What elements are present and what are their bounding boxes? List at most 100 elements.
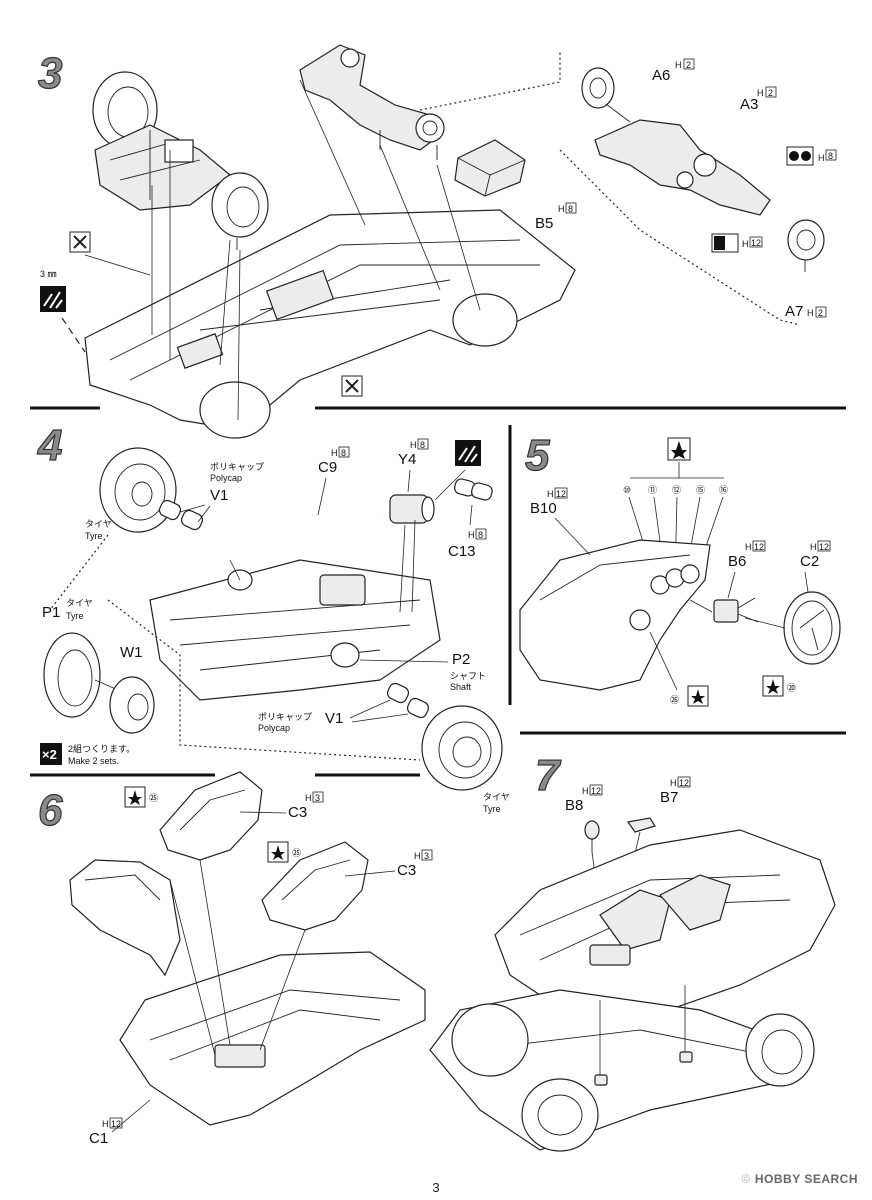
part-label-C3b: C3 (397, 862, 416, 879)
sprue-h: H (742, 239, 749, 249)
sprue-number: 8 (568, 204, 573, 214)
part-label-A3: A3 (740, 96, 758, 113)
sprue-h: H (305, 793, 312, 803)
sprue-h: H (675, 60, 682, 70)
decal-16: ⑯ (719, 485, 728, 495)
step-4: 4 タイヤ Tyre ポリキャップ Polycap V1 C9 H 8 (36, 420, 510, 814)
part-label-W1: W1 (120, 644, 143, 661)
part-label-C2: C2 (800, 553, 819, 570)
polycap-lower (386, 682, 430, 719)
chassis-frame (84, 209, 576, 439)
sprue-number: 3 (315, 793, 320, 803)
step-number: 7 (535, 751, 562, 800)
part-label-C13: C13 (448, 543, 476, 560)
decal-25b: ㉕ (292, 848, 301, 858)
sprue-number: 12 (679, 778, 689, 788)
part-W1 (109, 676, 155, 734)
sprue-number: 8 (478, 530, 483, 540)
sprue-h: H (757, 88, 764, 98)
tyre-jp-p1: タイヤ (66, 598, 93, 608)
interior-body (494, 829, 836, 1021)
page-number: 3 (432, 1180, 440, 1195)
sprue-number: 8 (420, 440, 425, 450)
x2-text: ×2 (42, 747, 57, 762)
decal-15: ⑮ (696, 485, 705, 495)
sprue-number: 12 (556, 489, 566, 499)
sprue-h: H (558, 204, 565, 214)
part-B6 (713, 597, 759, 623)
part-label-P1: P1 (42, 604, 60, 621)
door-panel (69, 859, 181, 977)
step-number: 4 (37, 421, 62, 470)
sprue-number: 8 (828, 151, 833, 161)
part-label-A7: A7 (785, 303, 803, 320)
part-label-B8: B8 (565, 797, 583, 814)
sprue-number: 12 (751, 238, 761, 248)
decal-10: ⑩ (623, 485, 631, 495)
tyre-en-lower: Tyre (483, 804, 501, 814)
drill-size: 3 ㎜ (40, 269, 57, 279)
polycap-upper (158, 499, 204, 531)
part-C13 (454, 478, 493, 501)
part-Y4 (389, 494, 435, 524)
polycap-en-lower: Polycap (258, 723, 290, 733)
step-3: 3 3 ㎜ (37, 44, 837, 439)
part-label-Y4: Y4 (398, 451, 416, 468)
sprue-h: H (102, 1119, 109, 1129)
sprue-h: H (414, 851, 421, 861)
step-5: 5 ⑩ ⑪ ⑫ ⑮ ⑯ B10 H 12 ㉖ (519, 430, 841, 707)
dashboard-B10 (519, 539, 711, 691)
part-label-C3: C3 (288, 804, 307, 821)
front-suspension-assembly (299, 44, 445, 160)
polycap-en: Polycap (210, 473, 242, 483)
tyre-jp: タイヤ (85, 519, 112, 529)
sprue-h: H (670, 778, 677, 788)
cement-icon (341, 375, 363, 397)
decal-25: ㉕ (149, 793, 158, 803)
part-label-A6: A6 (652, 67, 670, 84)
sprue-h: H (410, 440, 417, 450)
tyre-lower-right (421, 705, 503, 791)
polycap-jp: ポリキャップ (210, 462, 264, 472)
part-label-C9: C9 (318, 459, 337, 476)
step-number: 6 (38, 786, 63, 835)
make-sets-jp: 2組つくります。 (68, 743, 135, 754)
part-P1 (43, 632, 101, 718)
seat-C3-right (261, 841, 369, 931)
part-B5 (454, 139, 526, 197)
decal-star-icon (687, 685, 709, 707)
sprue-number: 2 (818, 308, 823, 318)
copyright-symbol: © (741, 1172, 751, 1186)
sprue-h: H (468, 530, 475, 540)
color-chip-icon (786, 146, 814, 166)
make-sets-en: Make 2 sets. (68, 756, 119, 766)
drill-icon (40, 286, 66, 312)
shaft-jp: シャフト (450, 671, 486, 681)
decal-20: ⑳ (787, 683, 796, 693)
rear-suspension-assembly (92, 71, 269, 250)
part-label-B7: B7 (660, 789, 678, 806)
part-label-B6: B6 (728, 553, 746, 570)
watermark-brand: HOBBY SEARCH (754, 1172, 858, 1186)
exploded-front-suspension (581, 67, 825, 272)
lower-chassis (429, 989, 815, 1152)
tyre-jp-lower: タイヤ (483, 792, 510, 802)
sprue-h: H (331, 448, 338, 458)
sprue-h: H (745, 542, 752, 552)
sprue-number: 12 (591, 786, 601, 796)
part-label-V1-lower: V1 (325, 710, 343, 727)
decal-12: ⑫ (672, 485, 681, 495)
decal-star-icon (124, 786, 146, 808)
part-label-B10: B10 (530, 500, 557, 517)
part-label-V1: V1 (210, 487, 228, 504)
cement-icon (69, 231, 91, 253)
x2-icon (40, 743, 62, 765)
sprue-h: H (582, 786, 589, 796)
step-number: 3 (38, 49, 62, 98)
polycap-jp-lower: ポリキャップ (258, 712, 312, 722)
seat-C3-left (159, 771, 263, 861)
part-label-P2: P2 (452, 651, 470, 668)
sprue-number: 12 (111, 1119, 121, 1129)
watermark: ©HOBBY SEARCH (742, 1172, 858, 1186)
